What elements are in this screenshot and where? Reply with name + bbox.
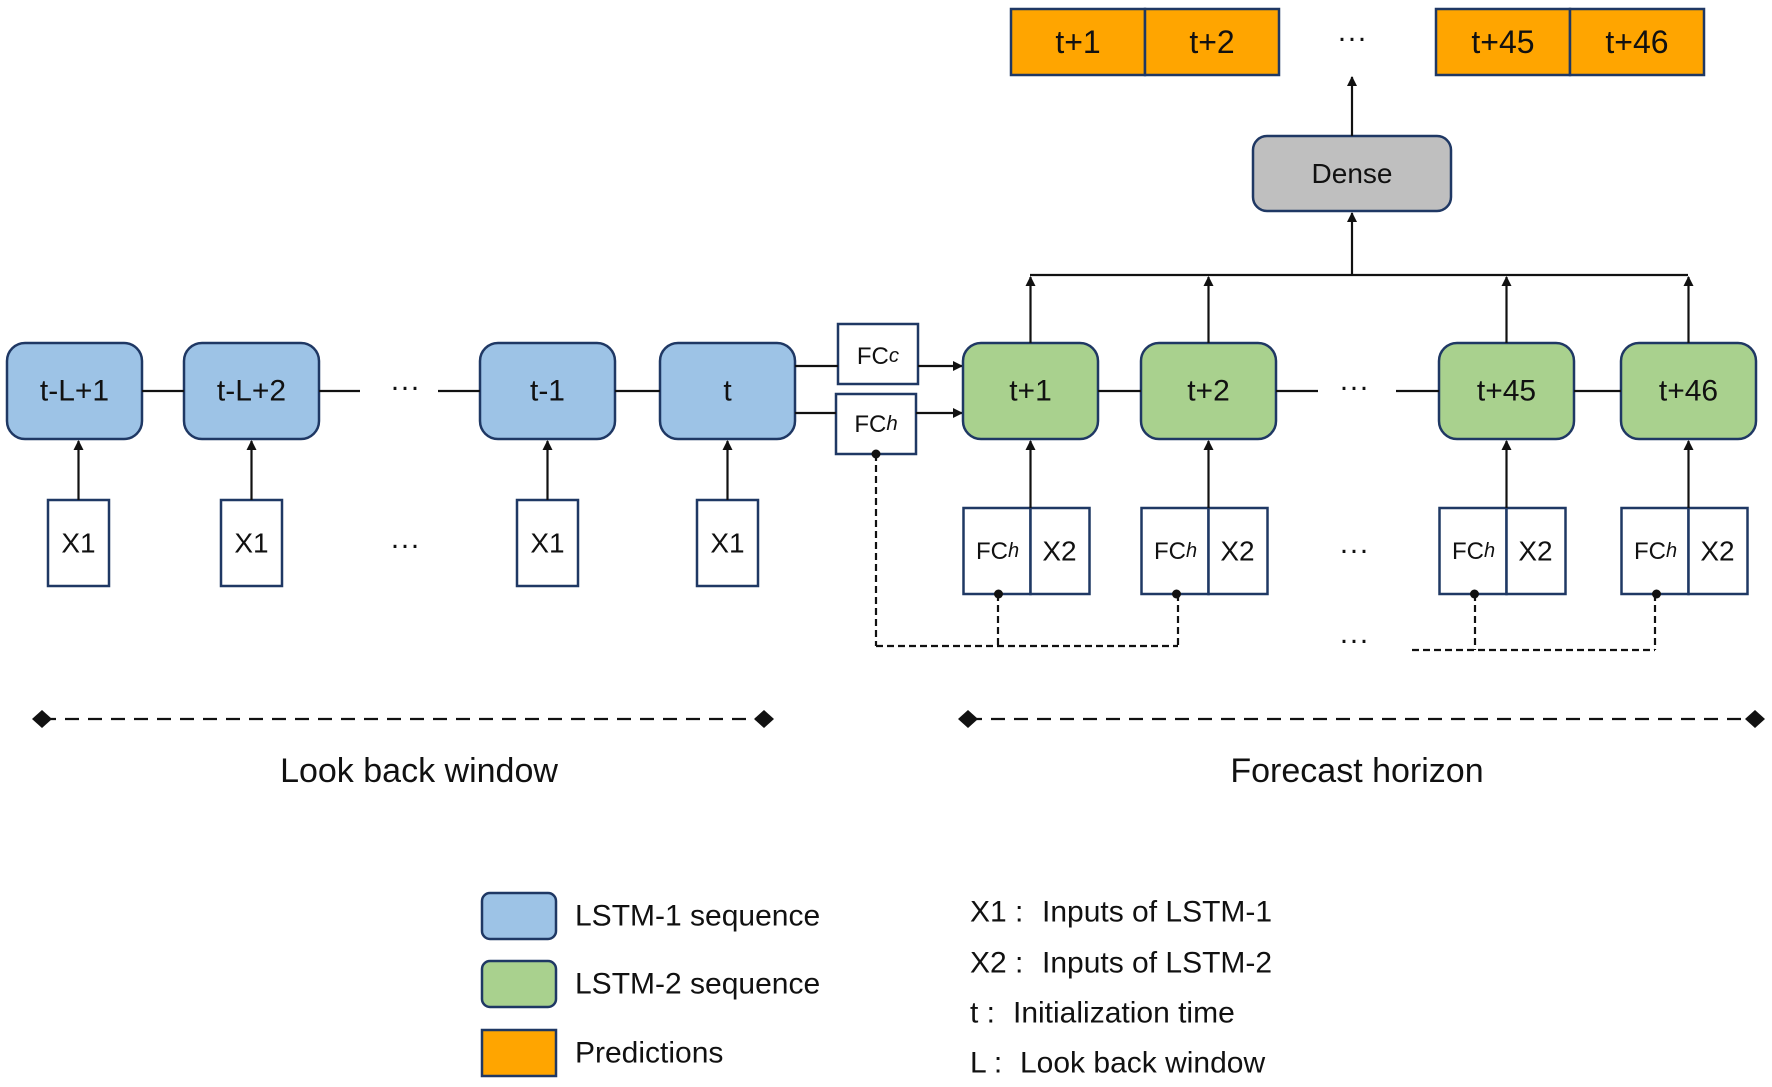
x1-input-label: X1 (61, 528, 95, 559)
lstm1-cell-label: t-L+2 (217, 375, 286, 408)
fc-h-label: FCh (854, 411, 897, 438)
fc-subscript: h (1484, 540, 1495, 562)
lstm2-cell-label: t+46 (1659, 375, 1718, 408)
fc-subscript: h (1008, 540, 1019, 562)
fch-input-box (1438, 506, 1508, 596)
fch-input-box (962, 506, 1032, 596)
definition-key: X2 : (970, 947, 1023, 980)
x2-input-label: X2 (1518, 536, 1552, 567)
prediction-box (1143, 7, 1281, 77)
fc-base: FC (976, 538, 1008, 565)
fc-subscript: c (889, 345, 899, 367)
definition-text: Look back window (1020, 1047, 1265, 1080)
definition-key: t : (970, 997, 995, 1030)
fc-subscript: h (1186, 540, 1197, 562)
definition-text: Initialization time (1013, 997, 1235, 1030)
span-endpoint-icon (754, 710, 774, 728)
fc-base: FC (1634, 538, 1666, 565)
x1-input-box (219, 498, 284, 588)
definition-key: X1 : (970, 896, 1023, 929)
fc-base: FC (1154, 538, 1186, 565)
fc-subscript: h (1666, 540, 1677, 562)
fc-c-label: FCc (857, 343, 899, 370)
fc-base: FC (854, 411, 886, 438)
lstm2-cell-label: t+2 (1187, 375, 1230, 408)
x1-input-label: X1 (234, 528, 268, 559)
forecast-label: Forecast horizon (1230, 752, 1483, 790)
x2-input-box (1687, 506, 1749, 596)
ellipsis: ··· (1339, 534, 1369, 567)
prediction-label: t+2 (1189, 24, 1234, 60)
fc-base: FC (857, 343, 889, 370)
ellipsis: ··· (1337, 22, 1367, 55)
prediction-label: t+46 (1605, 24, 1668, 60)
look-back-label: Look back window (280, 752, 558, 790)
prediction-label: t+45 (1471, 24, 1534, 60)
prediction-box (1434, 7, 1572, 77)
dense-label: Dense (1312, 158, 1393, 189)
fch-input-label: FCh (976, 538, 1019, 565)
span-endpoint-icon (32, 710, 52, 728)
x1-input-box (46, 498, 111, 588)
x2-input-box (1029, 506, 1091, 596)
fch-junction-dot (871, 449, 881, 459)
x1-input-label: X1 (710, 528, 744, 559)
legend-swatch (480, 1028, 558, 1078)
x2-input-box (1207, 506, 1269, 596)
definition-key: L : (970, 1047, 1002, 1080)
legend-swatch (480, 891, 558, 941)
x2-input-label: X2 (1700, 536, 1734, 567)
ellipsis: ··· (1339, 371, 1369, 404)
lstm2-cell-label: t+45 (1477, 375, 1536, 408)
lstm1-cell-label: t (723, 375, 732, 408)
ellipsis: ··· (1339, 624, 1369, 657)
legend-label: LSTM-2 sequence (575, 968, 820, 1001)
span-endpoint-icon (1745, 710, 1765, 728)
fch-input-label: FCh (1452, 538, 1495, 565)
legend-label: LSTM-1 sequence (575, 900, 820, 933)
x2-input-label: X2 (1042, 536, 1076, 567)
fch-junction-dot (1172, 589, 1181, 599)
fch-input-box (1620, 506, 1690, 596)
x1-input-box (515, 498, 580, 588)
fc-base: FC (1452, 538, 1484, 565)
prediction-label: t+1 (1055, 24, 1100, 60)
prediction-box (1009, 7, 1147, 77)
span-endpoint-icon (958, 710, 978, 728)
lstm1-cell-label: t-1 (530, 375, 565, 408)
fch-input-label: FCh (1634, 538, 1677, 565)
ellipsis: ··· (390, 529, 420, 562)
fch-input-label: FCh (1154, 538, 1197, 565)
lstm2-cell-label: t+1 (1009, 375, 1052, 408)
legend-swatch (480, 959, 558, 1009)
x2-input-label: X2 (1220, 536, 1254, 567)
lstm1-cell-label: t-L+1 (40, 375, 109, 408)
x2-input-box (1505, 506, 1567, 596)
prediction-box (1568, 7, 1706, 77)
fc-subscript: h (886, 413, 897, 435)
x1-input-label: X1 (530, 528, 564, 559)
legend-label: Predictions (575, 1037, 723, 1070)
definition-text: Inputs of LSTM-1 (1042, 896, 1272, 929)
definition-text: Inputs of LSTM-2 (1042, 947, 1272, 980)
fc-c-box (836, 322, 920, 386)
x1-input-box (695, 498, 760, 588)
ellipsis: ··· (390, 371, 420, 404)
fch-junction-dot (1652, 589, 1661, 599)
